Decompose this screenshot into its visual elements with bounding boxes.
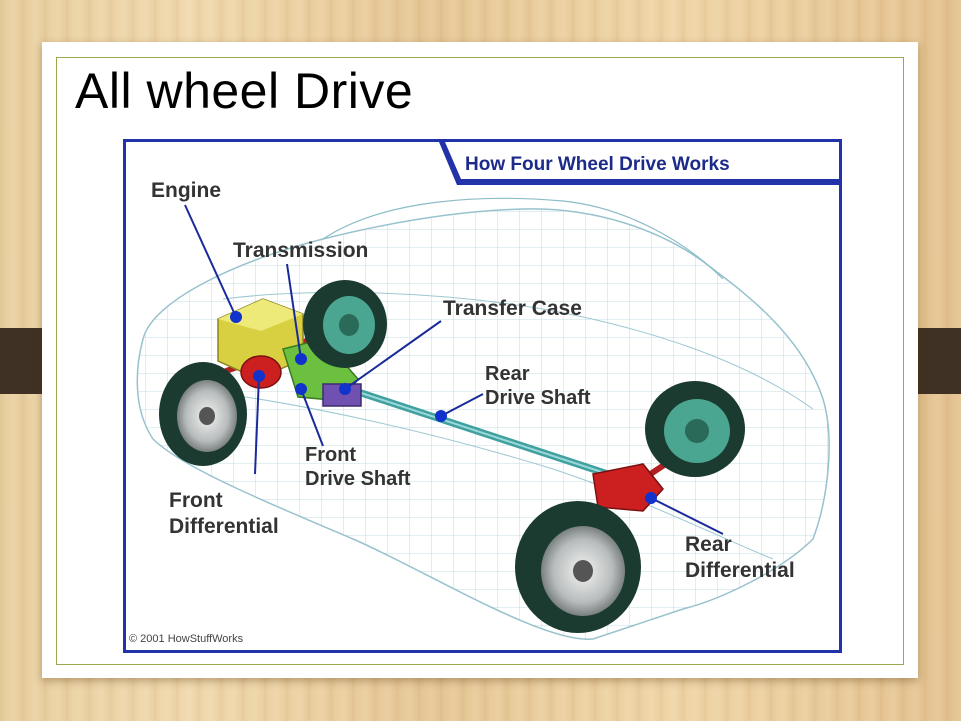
front-differential-leader [254, 375, 260, 475]
engine-top [218, 299, 303, 331]
front-drive-shaft-label-line1: Front [305, 444, 356, 466]
slide-frame [56, 57, 904, 665]
four-wheel-drive-diagram: How Four Wheel Drive Works [123, 139, 842, 653]
front-drive-shaft-leader [300, 388, 324, 447]
front-drive-shaft-label-line2: Drive Shaft [305, 468, 411, 490]
rear-differential-marker [645, 492, 657, 504]
front-left-wheel [159, 362, 247, 466]
rear-left-wheel [515, 501, 641, 633]
rear-differential-label-line2: Differential [685, 559, 795, 582]
marker-dots [230, 311, 657, 504]
front-differential-label-line2: Differential [169, 515, 279, 538]
transfer-case-marker [339, 383, 351, 395]
transmission-label: Transmission [233, 239, 368, 262]
front-drive-shaft-marker [295, 383, 307, 395]
rear-drive-shaft-leader [440, 393, 484, 417]
banner-inner [445, 142, 839, 179]
engine-label: Engine [151, 179, 221, 202]
transfer-case-label: Transfer Case [443, 297, 582, 320]
copyright-text: © 2001 HowStuffWorks [129, 633, 244, 645]
rear-right-wheel [645, 381, 745, 477]
rear-drive-shaft-marker [435, 410, 447, 422]
rear-differential-label-line1: Rear [685, 533, 732, 556]
front-right-wheel [303, 280, 387, 368]
transmission-leader [286, 263, 302, 360]
rear-drive-shaft-label-line1: Rear [485, 363, 530, 385]
slide-title: All wheel Drive [75, 63, 414, 119]
leader-lines [184, 204, 724, 535]
rear-drive-shaft-label-line2: Drive Shaft [485, 387, 591, 409]
front-differential-label-line1: Front [169, 489, 223, 512]
banner-title: How Four Wheel Drive Works [465, 154, 730, 175]
rear-differential-leader [650, 497, 724, 535]
engine-marker [230, 311, 242, 323]
transfer-case-leader [344, 320, 442, 390]
engine-leader [184, 204, 237, 318]
front-differential-marker [253, 370, 265, 382]
rear-drive-shaft-highlight [342, 386, 624, 480]
transmission-marker [295, 353, 307, 365]
